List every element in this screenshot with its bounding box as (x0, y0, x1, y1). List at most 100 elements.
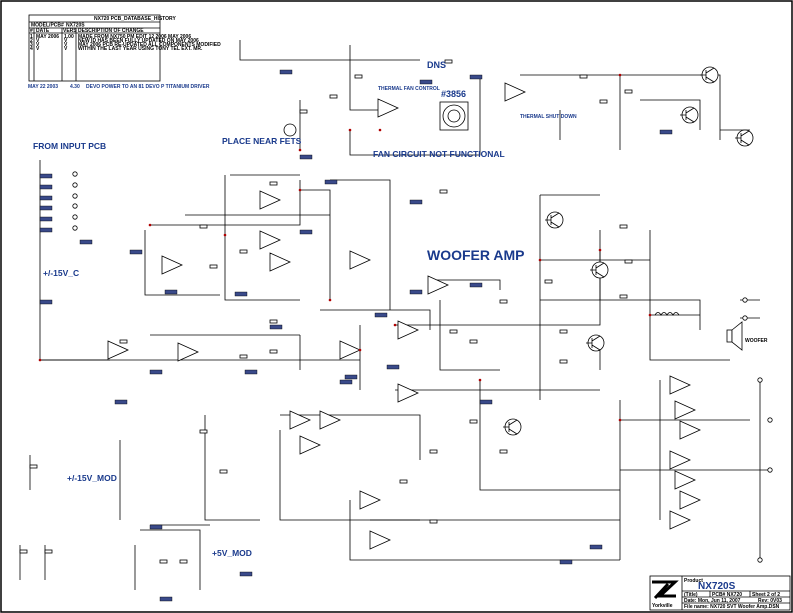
title-block: Product NX720S (Title) PCB# NX720 Sheet … (649, 575, 791, 611)
op-amp-symbol (339, 340, 361, 360)
passive-component (429, 449, 438, 454)
net-tag (39, 195, 53, 201)
passive-component (29, 464, 38, 469)
op-amp-symbol (359, 490, 381, 510)
footer-desc: DEVO POWER TO AN 81 DEVO P TITANIUM DRIV… (86, 84, 210, 90)
wire (649, 230, 730, 361)
wire (144, 230, 220, 296)
op-amp-symbol (259, 230, 281, 250)
op-amp-symbol (669, 375, 691, 395)
label-place-near-fets: PLACE NEAR FETS (222, 136, 302, 146)
passive-component (269, 319, 278, 324)
connector-pin[interactable] (767, 417, 773, 423)
label-thermal-fan: THERMAL FAN CONTROL (378, 86, 440, 92)
transistor-leads (586, 335, 601, 351)
history-num: 1 (30, 34, 33, 40)
passive-component (619, 224, 628, 229)
col-vers: VERS (63, 28, 77, 34)
history-desc: MAY 2006 PCB RE-UPDATED ALL COMPONENTS M… (78, 42, 221, 48)
history-vers: V (64, 38, 68, 44)
wire (430, 279, 501, 290)
sheet-number: Sheet 2 of 2 (752, 592, 780, 598)
passive-component (624, 89, 633, 94)
label-supply-5v: +5V_MOD (212, 548, 252, 558)
junction-dot (648, 313, 652, 317)
connector-pin[interactable] (742, 297, 748, 303)
connector-pin[interactable] (72, 182, 78, 188)
op-amp-symbol (674, 400, 696, 420)
wire (300, 189, 331, 300)
connector-pin[interactable] (72, 193, 78, 199)
connector-pin[interactable] (72, 171, 78, 177)
transistor-leads (700, 67, 715, 83)
junction-dot (348, 128, 352, 132)
junction-dot (298, 148, 302, 152)
label-thermal-shut: THERMAL SHUT DOWN (520, 114, 577, 120)
history-desc: NEW ID HAS BEEN FULLY UPDATED ON MAY 200… (78, 38, 199, 44)
net-tag (269, 324, 283, 330)
net-tag (339, 379, 353, 385)
net-tag (114, 399, 128, 405)
op-amp-symbol (377, 98, 399, 118)
connector-pin[interactable] (72, 203, 78, 209)
wire (349, 75, 481, 156)
file-name: File name: NX720 SVT Woofer Amp.DSN (684, 604, 780, 610)
label-woofer: WOOFER (745, 338, 768, 344)
connector-pin[interactable] (742, 315, 748, 321)
label-dns: DNS (427, 60, 446, 70)
op-amp-symbol (397, 383, 419, 403)
wire (204, 415, 260, 521)
transistor-leads (735, 130, 750, 146)
connector-pin[interactable] (767, 467, 773, 473)
label-supply-mod: +/-15V_MOD (67, 473, 117, 483)
components (19, 59, 773, 602)
wire (439, 300, 500, 371)
wire (479, 380, 620, 491)
wire (224, 175, 300, 301)
wire (330, 179, 391, 310)
wire (540, 299, 701, 330)
passive-component (159, 559, 168, 564)
footer-date: MAY 22 2003 (28, 84, 58, 90)
net-tag (386, 364, 400, 370)
connector-pin[interactable] (757, 377, 763, 383)
op-amp-symbol (679, 490, 701, 510)
transistor-leads (545, 212, 560, 228)
connector-pin[interactable] (757, 557, 763, 563)
net-tag (39, 205, 53, 211)
model-label: MODEL/PCB# (31, 23, 64, 29)
net-tag (149, 524, 163, 530)
junction-dot (223, 233, 227, 237)
history-desc: WITHIN THE LAST YEAR USING TONY TEL EXT.… (78, 46, 203, 52)
junction-dot (393, 323, 397, 327)
label-woofer-amp: WOOFER AMP (427, 247, 524, 263)
net-tag (279, 69, 293, 75)
date-field: Date: Mon, Jun 11, 2007 (684, 598, 741, 604)
passive-component (329, 94, 338, 99)
passive-component (559, 359, 568, 364)
history-vers: V (64, 42, 68, 48)
net-tag (149, 369, 163, 375)
net-tag (39, 227, 53, 233)
passive-component (354, 74, 363, 79)
history-desc: MADE FROM NX750 PM EDIT 12 2006 MAY 2006 (78, 34, 191, 40)
net-tag (299, 229, 313, 235)
net-tag (469, 74, 483, 80)
passive-component (19, 549, 28, 554)
net-tag (239, 571, 253, 577)
passive-component (269, 349, 278, 354)
op-amp-symbol (669, 510, 691, 530)
junction-dot (538, 258, 542, 262)
connector-pin[interactable] (72, 214, 78, 220)
net-tag (324, 179, 338, 185)
passive-component (119, 339, 128, 344)
junction-dot (148, 223, 152, 227)
wire (349, 45, 380, 111)
connector-pin[interactable] (72, 225, 78, 231)
junction-dot (378, 128, 382, 132)
net-tag (409, 199, 423, 205)
net-tag (244, 369, 258, 375)
label-from-input: FROM INPUT PCB (33, 141, 106, 151)
wire (140, 529, 201, 590)
